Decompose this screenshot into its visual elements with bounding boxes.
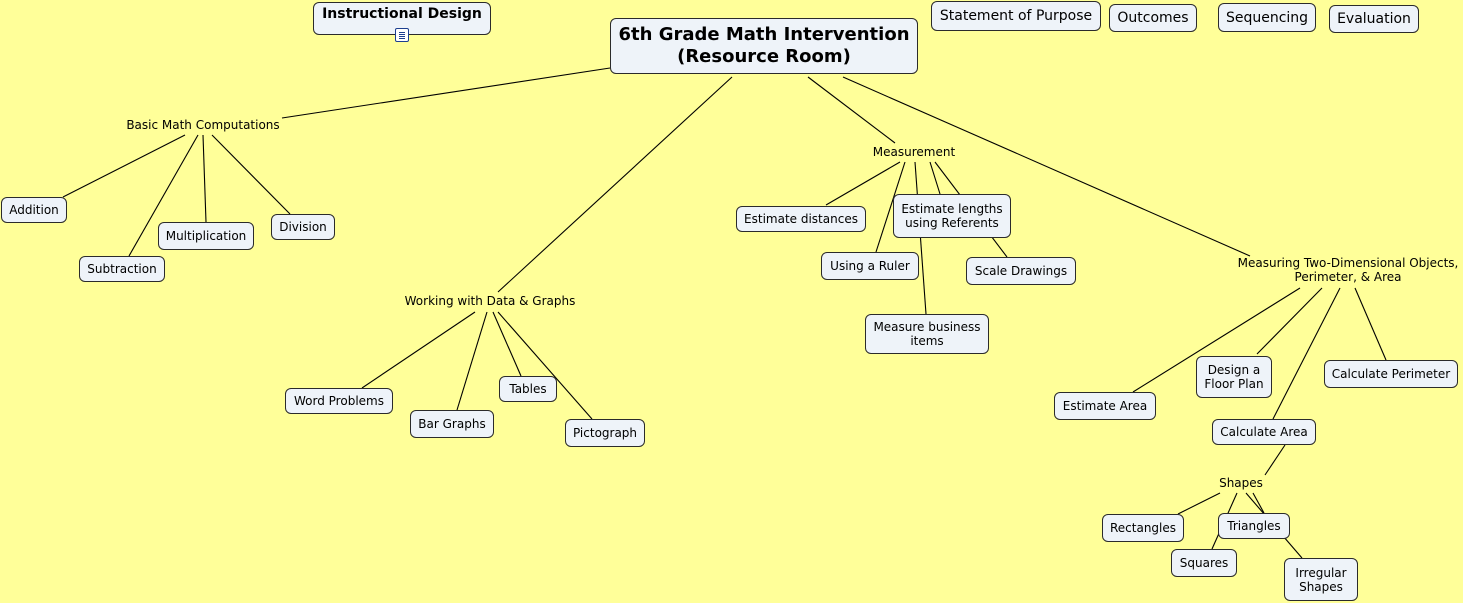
floor-plan-node[interactable]: Design a Floor Plan: [1196, 356, 1272, 398]
link-calc-area-shapes: [1264, 444, 1286, 476]
link-data-tables: [492, 311, 522, 377]
central-topic-line2: (Resource Room): [677, 46, 851, 67]
data-graphs-label[interactable]: Working with Data & Graphs: [404, 294, 576, 308]
using-ruler-node[interactable]: Using a Ruler: [821, 252, 919, 280]
calculate-area-node[interactable]: Calculate Area: [1212, 419, 1316, 445]
outcomes-node[interactable]: Outcomes: [1109, 4, 1197, 32]
estimate-area-node[interactable]: Estimate Area: [1054, 392, 1156, 420]
squares-node[interactable]: Squares: [1171, 549, 1237, 577]
division-node[interactable]: Division: [271, 214, 335, 240]
addition-node[interactable]: Addition: [1, 197, 67, 223]
central-topic-line1: 6th Grade Math Intervention: [618, 24, 910, 45]
link-center-basic-math: [281, 67, 611, 119]
estimate-lengths-node[interactable]: Estimate lengths using Referents: [893, 194, 1011, 238]
bar-graphs-node[interactable]: Bar Graphs: [410, 410, 494, 438]
document-icon[interactable]: [395, 28, 409, 42]
link-meas-business: [914, 161, 927, 315]
central-topic-node[interactable]: 6th Grade Math Intervention (Resource Ro…: [610, 18, 918, 74]
link-basic-addition: [62, 134, 186, 198]
link-meas-lengths: [929, 161, 941, 195]
link-two-dim-calc-area: [1272, 287, 1341, 420]
link-shapes-rectangles: [1177, 492, 1221, 515]
link-shapes-triangles: [1252, 492, 1265, 514]
subtraction-node[interactable]: Subtraction: [79, 256, 165, 282]
pictograph-node[interactable]: Pictograph: [565, 419, 645, 447]
link-data-pictograph: [497, 311, 593, 420]
link-basic-multiplication: [202, 134, 207, 223]
link-center-measurement: [807, 76, 896, 144]
measurement-label[interactable]: Measurement: [872, 145, 956, 159]
sequencing-node[interactable]: Sequencing: [1218, 3, 1316, 32]
link-data-word-problems: [361, 311, 476, 389]
link-center-data-graphs: [497, 76, 733, 293]
evaluation-node[interactable]: Evaluation: [1329, 5, 1419, 33]
word-problems-node[interactable]: Word Problems: [285, 388, 393, 414]
rectangles-node[interactable]: Rectangles: [1102, 514, 1184, 542]
two-dim-label[interactable]: Measuring Two-Dimensional Objects, Perim…: [1237, 256, 1459, 284]
statement-of-purpose-node[interactable]: Statement of Purpose: [931, 1, 1101, 31]
shapes-label[interactable]: Shapes: [1219, 476, 1263, 490]
measure-business-node[interactable]: Measure business items: [865, 314, 989, 354]
triangles-node[interactable]: Triangles: [1218, 513, 1290, 539]
multiplication-node[interactable]: Multiplication: [158, 222, 254, 250]
link-meas-estimate-distances: [825, 161, 901, 206]
irregular-shapes-node[interactable]: Irregular Shapes: [1284, 558, 1358, 601]
scale-drawings-node[interactable]: Scale Drawings: [966, 257, 1076, 285]
link-two-dim-floor-plan: [1256, 287, 1323, 355]
link-two-dim-perimeter: [1354, 287, 1387, 361]
basic-math-label[interactable]: Basic Math Computations: [126, 118, 280, 132]
tables-node[interactable]: Tables: [499, 376, 557, 402]
instructional-design-node[interactable]: Instructional Design: [313, 2, 491, 35]
calculate-perimeter-node[interactable]: Calculate Perimeter: [1324, 360, 1458, 388]
estimate-distances-node[interactable]: Estimate distances: [736, 206, 866, 232]
link-basic-division: [211, 134, 291, 215]
link-data-bar-graphs: [456, 311, 488, 411]
